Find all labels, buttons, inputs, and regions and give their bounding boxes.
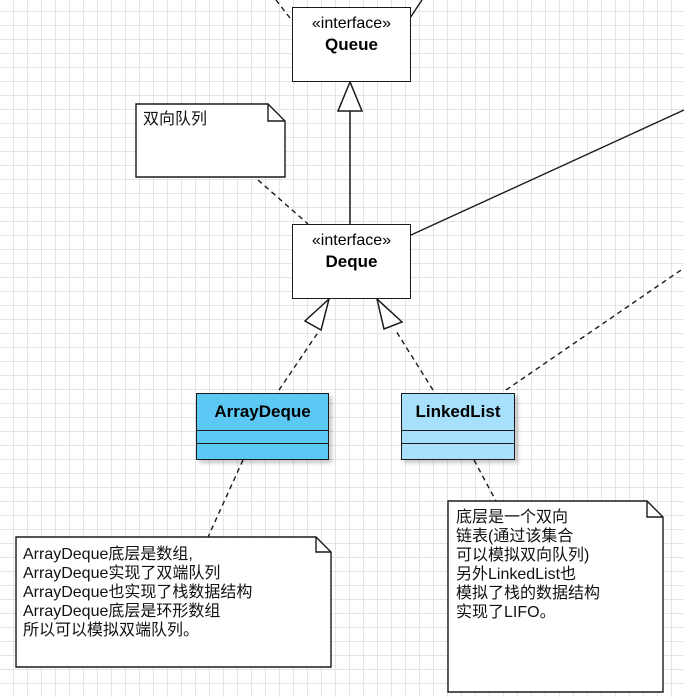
deque-note-fold (267, 104, 285, 122)
arraydeque-methods (197, 444, 328, 457)
linkedlist-attributes (402, 431, 514, 444)
linkedlist-note-fold (646, 501, 663, 518)
deque-note-shape (135, 103, 286, 178)
queue-name: Queue (325, 35, 378, 54)
arraydeque-note-anchor (207, 459, 244, 538)
deque-note-anchor (257, 179, 309, 225)
arraydeque-class[interactable]: ArrayDeque (196, 393, 329, 460)
linkedlist-note-anchor (473, 459, 497, 502)
arraydeque-note-fold (315, 537, 331, 553)
deque-note-text: 双向队列 (143, 111, 208, 128)
linkedlist-realizes-deque-arrowhead (375, 296, 404, 331)
arraydeque-realizes-deque-arrowhead (303, 296, 331, 332)
linkedlist-realizes-deque-line (395, 330, 434, 391)
linkedlist-methods (402, 444, 514, 457)
linkedlist-name: LinkedList (402, 394, 514, 431)
linkedlist-offscreen-dependency (505, 267, 684, 391)
deque-interface[interactable]: «interface» Deque (292, 224, 411, 299)
linkedlist-note-shape (447, 500, 664, 693)
linkedlist-note-text: 底层是一个双向 链表(通过该集合 可以模拟双向队列) 另外LinkedList也… (456, 509, 601, 621)
arraydeque-note-text: ArrayDeque底层是数组, ArrayDeque实现了双端队列 Array… (23, 546, 253, 639)
linkedlist-class[interactable]: LinkedList (401, 393, 515, 460)
arraydeque-note-shape (15, 536, 332, 668)
arraydeque-name: ArrayDeque (197, 394, 328, 431)
deque-name: Deque (325, 252, 378, 271)
queue-interface[interactable]: «interface» Queue (292, 7, 411, 82)
deque-extends-queue-arrowhead (336, 80, 364, 112)
offscreen-connector-right (409, 0, 423, 19)
offscreen-connector-left (275, 0, 291, 19)
arraydeque-realizes-deque-line (278, 330, 320, 391)
queue-stereotype: «interface» (311, 15, 392, 32)
deque-stereotype: «interface» (311, 232, 392, 249)
arraydeque-attributes (197, 431, 328, 444)
deque-association-line (410, 109, 684, 236)
